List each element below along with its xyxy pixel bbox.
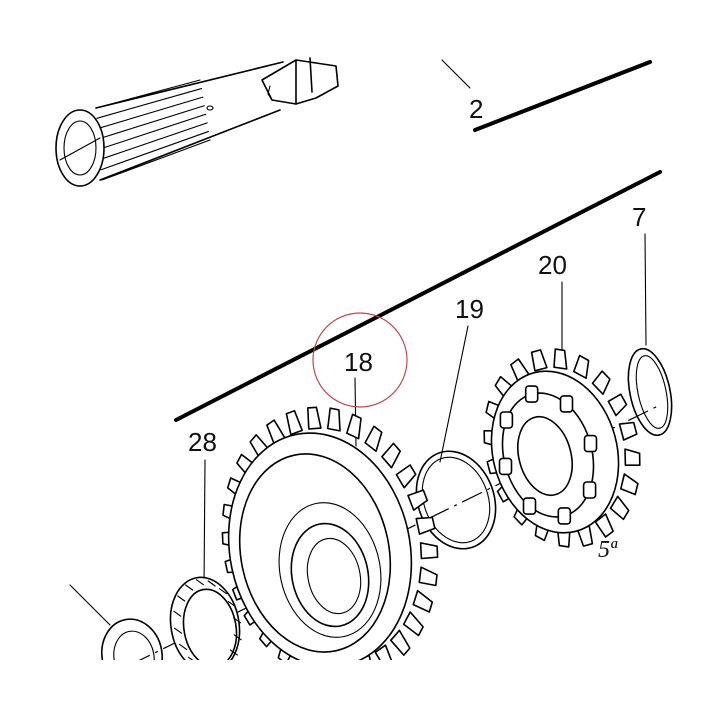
- bearing-needle: [195, 579, 204, 586]
- gear-20-dog-lug: [522, 497, 537, 515]
- gear-20-tooth: [553, 348, 568, 370]
- gear-20-tooth: [618, 421, 638, 441]
- highlight-circle: [312, 312, 408, 408]
- callout-part-7: 7: [632, 202, 646, 232]
- gear-18-tooth: [419, 542, 439, 560]
- callout-part-18: 18: [344, 347, 373, 377]
- callout-part-20: 20: [538, 250, 567, 280]
- spline-ridge: [97, 96, 204, 130]
- gear-18-tooth: [390, 629, 411, 656]
- spline-ridge: [98, 113, 207, 150]
- gear-18-tooth: [326, 407, 341, 432]
- bearing-needle: [218, 588, 228, 595]
- bearing-needle: [177, 595, 186, 602]
- gear-20-tooth: [609, 495, 630, 521]
- gear-20-dog-lug: [557, 507, 572, 525]
- gear-20-dog-lug: [583, 434, 598, 453]
- gear-20-tooth: [620, 473, 639, 496]
- spline-ridge: [96, 88, 202, 119]
- bearing-needle: [232, 617, 242, 624]
- gear-20-dog-lug: [582, 481, 597, 499]
- gear-20-tooth: [594, 513, 614, 538]
- part-7-ring: [627, 347, 673, 437]
- bearing-needle: [185, 584, 194, 591]
- gear-18-tooth: [415, 516, 436, 535]
- gear-20-dog-lug: [499, 411, 514, 429]
- gear-20-tooth: [624, 448, 641, 466]
- gear-18-tooth: [364, 425, 383, 452]
- gear-20-tooth: [591, 370, 611, 395]
- leader-lines: [69, 59, 647, 626]
- spline-ridge: [99, 122, 208, 160]
- gear-20-dog-lug: [524, 385, 539, 403]
- reference-bars: [174, 60, 662, 422]
- gear-18-tooth: [412, 589, 434, 613]
- gear-18-tooth: [346, 413, 362, 440]
- bearing-needle: [229, 649, 238, 656]
- bearing-needle: [227, 601, 236, 608]
- callout-part-2: 2: [469, 94, 483, 124]
- gear-18-tooth: [418, 566, 438, 587]
- gear-20-tooth: [573, 354, 590, 379]
- gear-position-mark: 5ª: [598, 537, 618, 563]
- spline-ridge: [98, 105, 205, 140]
- gear-18-tooth: [402, 611, 424, 637]
- gear-18-tooth: [407, 489, 429, 511]
- gear-18-tooth: [395, 464, 417, 489]
- gear-20-tooth: [607, 393, 628, 417]
- part-20-sync-gear: [483, 348, 641, 548]
- gear-20-tooth: [530, 349, 548, 372]
- gear-18-tooth: [381, 442, 401, 469]
- bearing-needle: [207, 580, 216, 587]
- bearing-needle: [173, 610, 182, 617]
- bottom-margin: [0, 660, 720, 720]
- spline-ridge: [95, 79, 201, 109]
- callout-part-19: 19: [455, 294, 484, 324]
- bearing-needle: [233, 634, 242, 641]
- gear-18-tooth: [285, 410, 303, 436]
- part-19-circlip: [415, 450, 497, 550]
- gear-20-dog-lug: [559, 395, 574, 413]
- gear-18-tooth: [307, 406, 322, 430]
- bearing-needle: [179, 643, 188, 650]
- bearing-needle: [173, 627, 183, 634]
- spline-ridge: [101, 139, 211, 181]
- splined-shaft: [55, 57, 339, 187]
- spline-ridge: [100, 130, 210, 171]
- gear-20-dog-lug: [498, 457, 513, 476]
- part-18-gear: [221, 406, 439, 684]
- callout-part-28: 28: [188, 427, 217, 457]
